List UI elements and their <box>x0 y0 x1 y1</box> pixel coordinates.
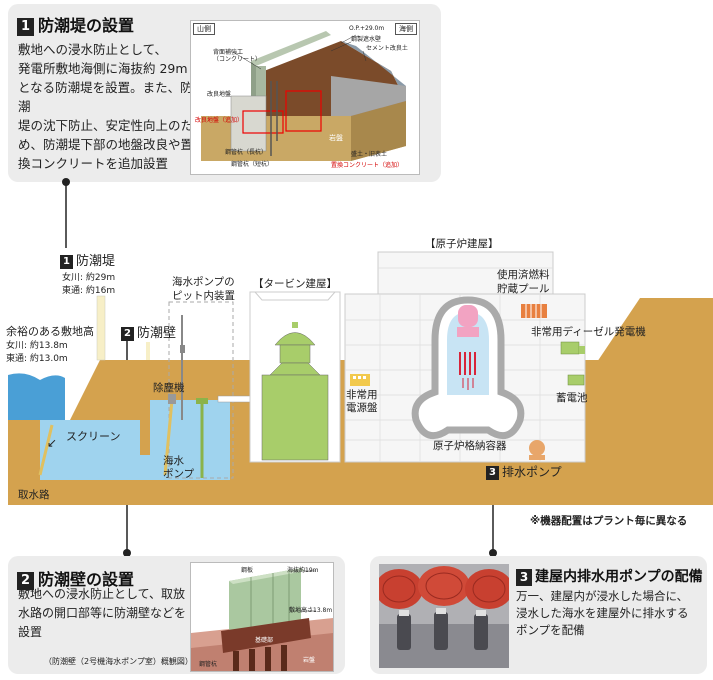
drain-pump-photo <box>379 564 509 668</box>
site-margin-label: 余裕のある敷地高 <box>6 325 94 338</box>
fig1-label-umi: 海側 <box>395 23 417 35</box>
panel1-description: 敷地への浸水防止として、 発電所敷地海側に海抜約 29m となる防潮堤を設置。ま… <box>18 40 193 173</box>
diesel-generator-label: 非常用ディーゼル発電機 <box>531 326 646 338</box>
fig2-label-base: 基礎部 <box>255 637 274 644</box>
panel1-number-badge: 1 <box>17 17 34 36</box>
panel1-line: 発電所敷地海側に海抜約 29m <box>18 61 188 76</box>
spent-fuel-pool-label: 使用済燃料 貯蔵プール <box>497 269 550 295</box>
fig2-label-steel: 鋼板 <box>241 567 254 574</box>
turbine-building-label: 【タービン建屋】 <box>253 278 337 290</box>
site-margin-higashidori: 東通: 約13.0m <box>6 354 68 364</box>
fig1-label-back: 背面補強工 <box>213 49 244 56</box>
panel1-line: となる防潮堤を設置。また、防潮 <box>18 80 193 114</box>
tidewall-figure: 鋼板 海抜約19m 敷地高さ13.8m 基礎部 鋼管杭 岩盤 <box>190 562 334 672</box>
fig1-label-op: O.P.+29.0m <box>349 25 385 32</box>
panel1-line: め、防潮堤下部の地盤改良や置 <box>18 137 194 152</box>
plant-layout-note: ※機器配置はプラント毎に異なる <box>530 515 688 527</box>
seawall-onagawa-height: 女川: 約29m <box>62 273 116 283</box>
seawall-cross-section-figure: 山側 海側 O.P.+29.0m 鋼製遮水壁 セメント改良土 背面補強工 （コン… <box>190 20 420 175</box>
fig1-label-moritsuchi: 盛土・旧表土 <box>351 151 388 158</box>
panel3-description: 万一、建屋内が浸水した場合に、 浸水した海水を建屋外に排水する ポンプを配備 <box>516 588 704 639</box>
panel3-line: ポンプを配備 <box>516 623 585 637</box>
seawall-label-text: 防潮堤 <box>76 254 116 269</box>
fig2-label-ganban: 岩盤 <box>303 657 316 664</box>
fig1-label-pile-long: 鋼管杭（長杭） <box>225 149 268 156</box>
seawater-pump-label: 海水 ポンプ <box>163 455 195 480</box>
panel2-description: 敷地への浸水防止として、取放 水路の開口部等に防潮壁などを 設置 <box>18 585 188 642</box>
panel3-title-text: 建屋内排水用ポンプの配備 <box>535 569 703 585</box>
drain-pump-label-text: 排水ポンプ <box>502 465 562 479</box>
panel3-line: 浸水した海水を建屋外に排水する <box>516 606 689 620</box>
seawall-cross-section-svg <box>191 21 419 174</box>
panel2-caption: （防潮壁（2号機海水ポンプ室）概観図）▶ <box>44 657 200 666</box>
panel1-line: 敷地への浸水防止として、 <box>18 42 168 57</box>
site-margin-onagawa: 女川: 約13.8m <box>6 341 68 351</box>
fig2-label-site-height: 敷地高さ13.8m <box>289 607 333 614</box>
panel1-title-text: 防潮堤の設置 <box>38 16 135 35</box>
panel2-line: 設置 <box>18 625 43 639</box>
battery-label: 蓄電池 <box>556 392 588 404</box>
intake-channel-label: 取水路 <box>18 489 50 501</box>
drain-pump-number-badge: 3 <box>486 465 499 480</box>
panel3-number-badge: 3 <box>516 568 532 586</box>
panel1-line: 堤の沈下防止、安定性向上のた <box>18 118 194 133</box>
panel2-number-badge: 2 <box>17 571 34 590</box>
fig2-label-pile: 鋼管杭 <box>199 661 218 668</box>
drain-pump-photo-svg <box>379 564 509 668</box>
fig1-label-pile-short: 鋼管杭（短杭） <box>231 161 274 168</box>
screen-label: スクリーン <box>66 430 121 443</box>
dust-remover-label: 除塵機 <box>153 382 185 394</box>
reactor-building-label: 【原子炉建屋】 <box>425 238 499 250</box>
screen-arrow-icon: ↙ <box>47 436 58 450</box>
fig1-label-back2: （コンクリート） <box>213 56 262 63</box>
fig1-label-chikan: 置換コンクリート（追加） <box>331 162 404 169</box>
fig1-label-kairyo: 改良地盤 <box>207 91 232 98</box>
tidewall-label-text: 防潮壁 <box>137 326 177 341</box>
fig2-label-height: 海抜約19m <box>287 567 319 574</box>
panel2-line: 敷地への浸水防止として、取放 <box>18 587 186 601</box>
panel1-line: 換コンクリートを追加設置 <box>18 156 169 171</box>
fig1-label-ganban: 岩盤 <box>329 134 343 142</box>
emergency-panel-label: 非常用 電源盤 <box>346 389 378 414</box>
containment-label: 原子炉格納容器 <box>433 440 507 452</box>
seawall-higashidori-height: 東通: 約16m <box>62 286 116 296</box>
fig1-label-steel-wall: 鋼製遮水壁 <box>351 36 382 43</box>
pump-pit-label: 海水ポンプの ピット内装置 <box>172 276 235 302</box>
panel2-title-text: 防潮壁の設置 <box>38 570 135 589</box>
tidewall-figure-svg <box>191 568 333 671</box>
fig1-label-kairyo-add: 改良地盤（追加） <box>195 117 244 124</box>
fig1-label-cement: セメント改良土 <box>366 45 408 52</box>
panel2-line: 水路の開口部等に防潮壁などを <box>18 606 187 620</box>
fig1-label-yama: 山側 <box>193 23 215 35</box>
seawall-number-badge: 1 <box>60 254 73 269</box>
panel3-line: 万一、建屋内が浸水した場合に、 <box>516 589 689 603</box>
tidewall-number-badge: 2 <box>121 326 134 341</box>
